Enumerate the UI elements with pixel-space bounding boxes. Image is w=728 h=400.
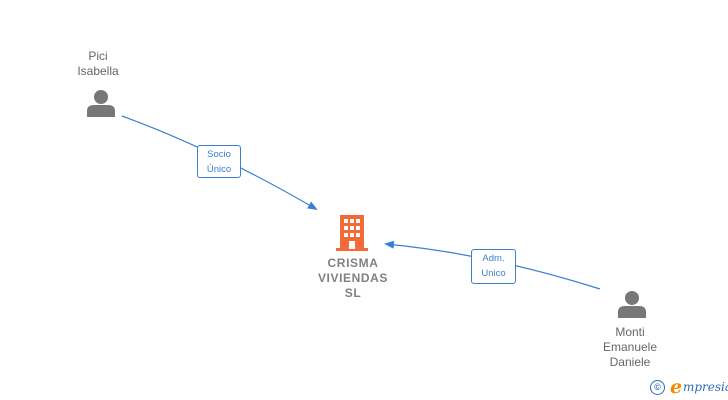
edge-label-line: Socio — [207, 149, 231, 160]
person-name-pici-isabella[interactable]: Pici Isabella — [58, 49, 138, 79]
person-name-line: Monti — [615, 325, 645, 339]
person-icon[interactable] — [617, 290, 647, 318]
edge-label-adm-unico[interactable]: Adm. Unico — [471, 249, 516, 284]
person-name-line: Daniele — [609, 355, 651, 369]
edge-label-line: Adm. — [482, 253, 505, 264]
edge-label-line: Único — [206, 164, 232, 175]
brand-logo-text: mpresia — [683, 380, 728, 394]
person-name-monti-emanuele-daniele[interactable]: Monti Emanuele Daniele — [590, 325, 670, 370]
person-name-line: Pici — [88, 49, 108, 63]
company-name-line: CRISMA — [327, 256, 379, 270]
brand-logo-initial: e — [670, 376, 683, 398]
person-name-line: Emanuele — [602, 340, 658, 354]
company-name-line: VIVIENDAS — [317, 271, 389, 285]
edge-label-socio-unico[interactable]: Socio Único — [197, 145, 241, 178]
person-icon[interactable] — [86, 89, 116, 117]
company-name-line: SL — [344, 286, 362, 300]
person-name-line: Isabella — [77, 64, 119, 78]
copyright-icon: © — [650, 380, 665, 395]
company-name-crisma-viviendas[interactable]: CRISMA VIVIENDAS SL — [303, 256, 403, 301]
building-icon[interactable] — [336, 215, 368, 251]
edge-label-line: Unico — [481, 268, 506, 279]
